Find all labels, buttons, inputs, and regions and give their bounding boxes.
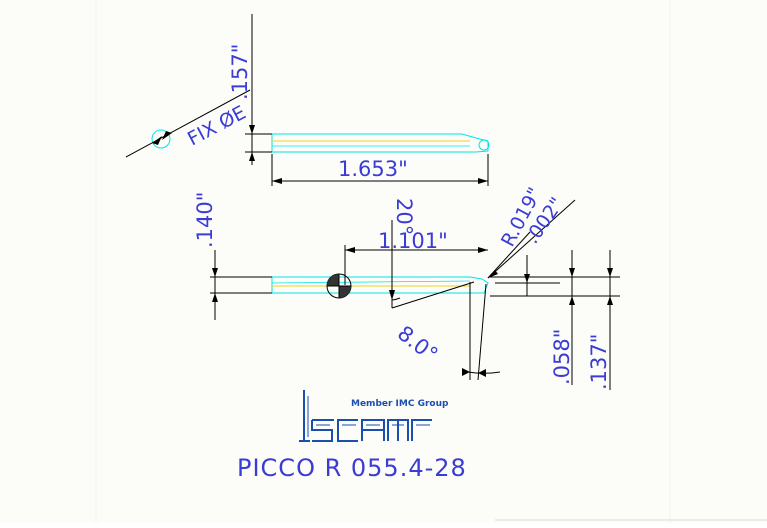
company-logo: Member IMC Group iscar bbox=[0, 0, 449, 442]
bottom-angle-dimension: 8.0° bbox=[393, 321, 442, 367]
section-symbol bbox=[326, 273, 352, 299]
logo-tagline: Member IMC Group bbox=[351, 399, 449, 409]
overall-length-dimension: 1.653" bbox=[338, 157, 408, 181]
fix-diameter-label: FIX ØE bbox=[184, 102, 250, 151]
top-angle-dimension: 20° bbox=[392, 198, 416, 235]
height-dimension: .140" bbox=[193, 192, 217, 248]
large-width-dimension: .137" bbox=[587, 334, 611, 390]
head-length-dimension: 1.101" bbox=[378, 229, 448, 253]
side-view bbox=[210, 199, 620, 390]
small-width-dimension: .058" bbox=[550, 329, 574, 385]
logo-brand-text: iscar bbox=[0, 0, 3, 1]
product-code: PICCO R 055.4-28 bbox=[237, 454, 467, 482]
top-view bbox=[125, 14, 490, 186]
shank-diameter-dimension: .157" bbox=[228, 44, 252, 100]
